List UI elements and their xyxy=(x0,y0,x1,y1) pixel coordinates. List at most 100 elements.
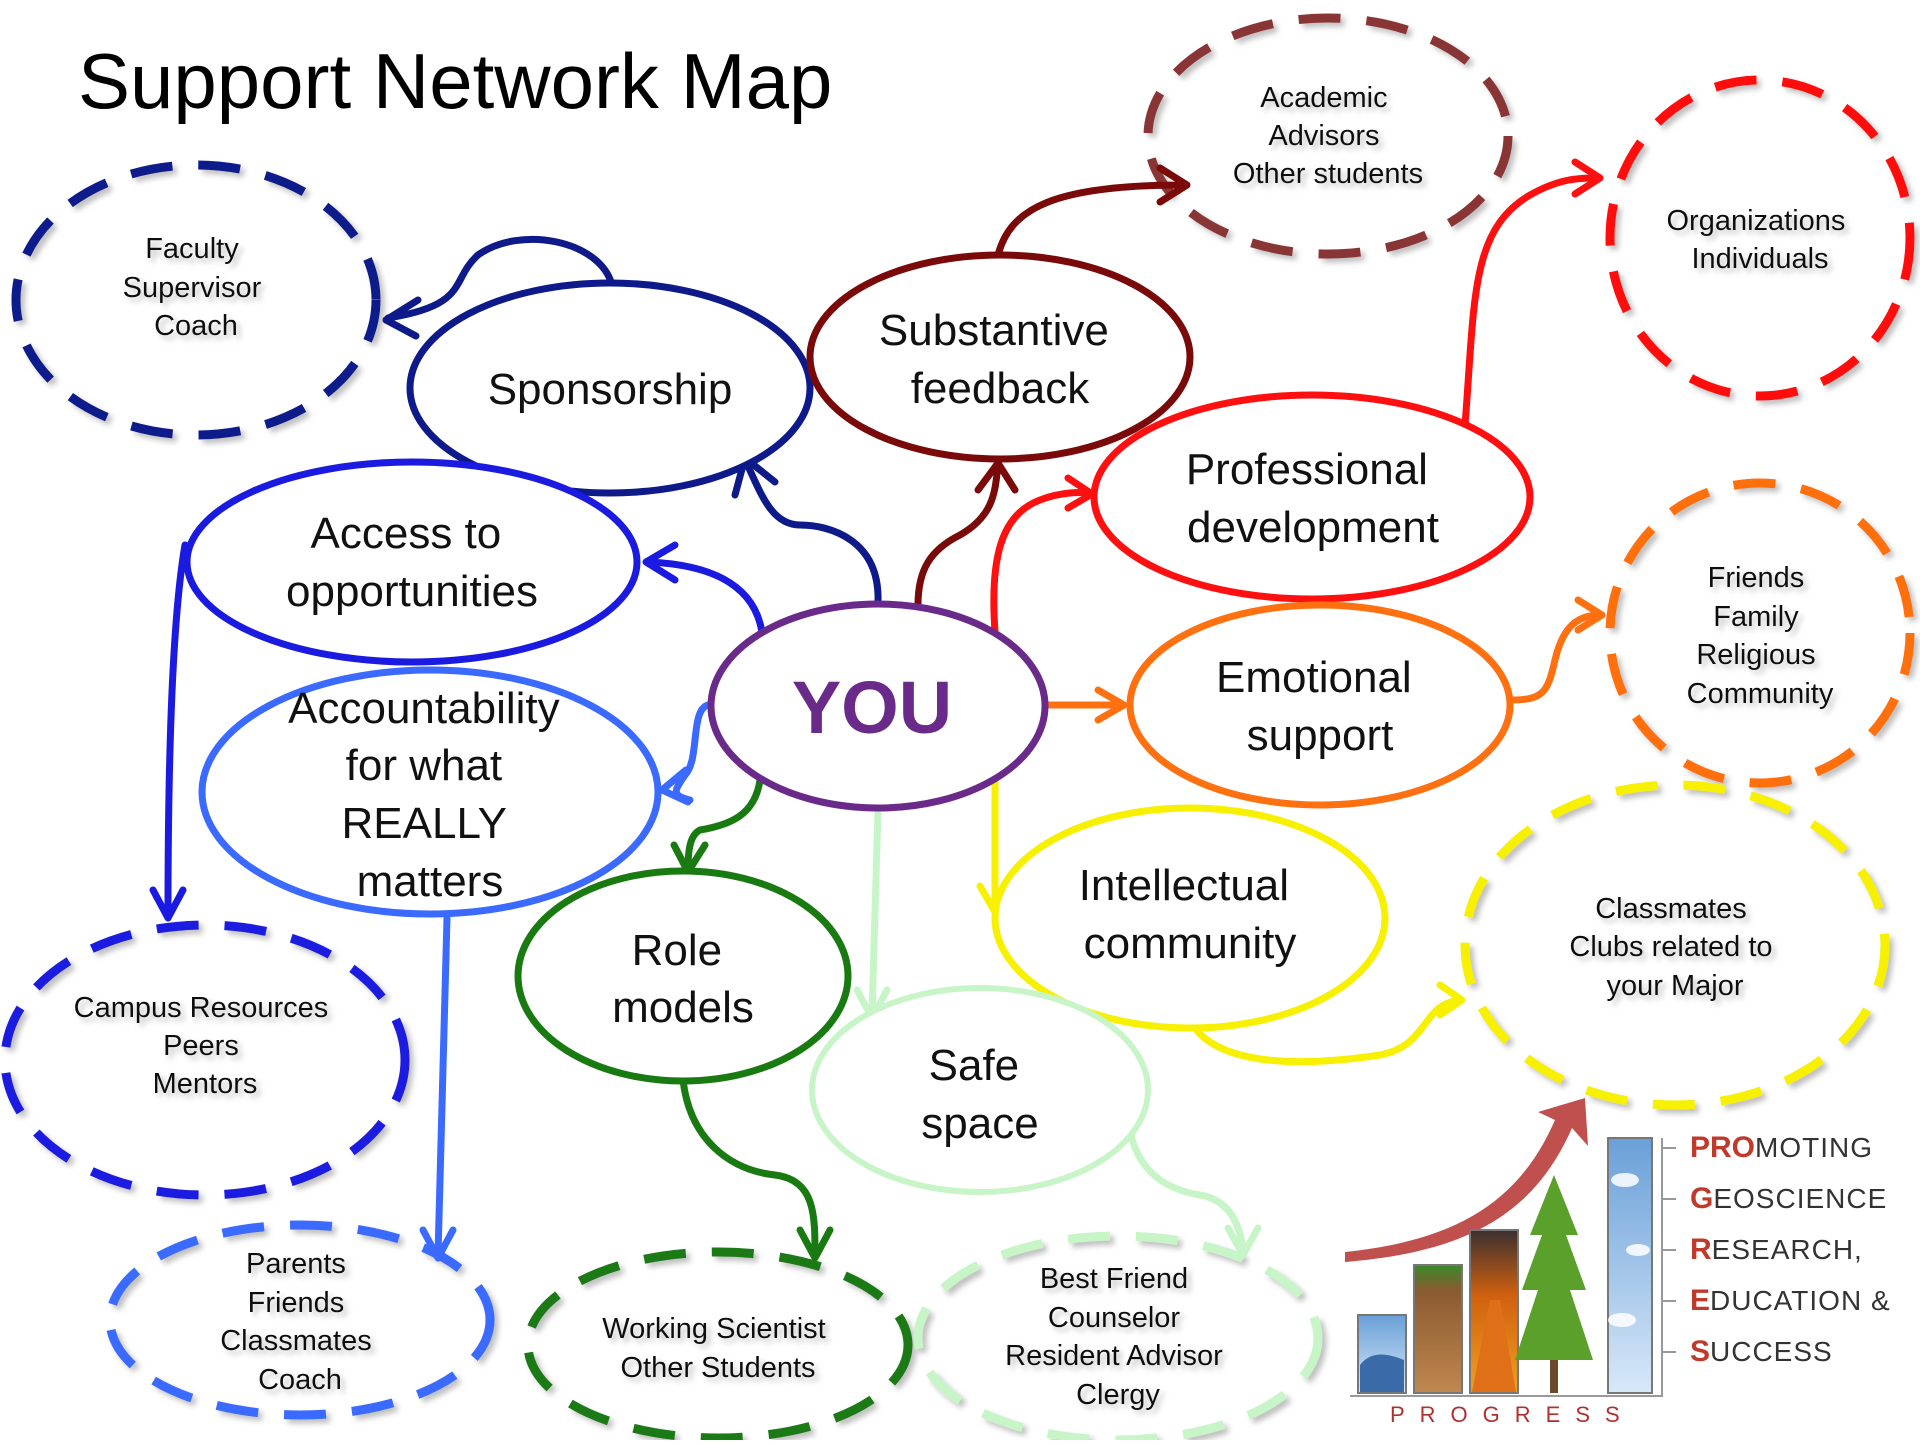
node-line: Sponsorship xyxy=(488,365,733,414)
resource-label-safe-space: Best Friend Counselor Resident Advisor C… xyxy=(1005,1263,1231,1411)
theme-ellipses xyxy=(183,251,1534,1195)
center-label-you: YOU xyxy=(792,666,952,749)
resource-line: Clergy xyxy=(1076,1379,1160,1411)
resource-line: Friends xyxy=(1708,562,1805,594)
arrowhead-accountability xyxy=(658,766,692,806)
resource-line: Other Students xyxy=(620,1352,815,1384)
resource-line: Community xyxy=(1687,678,1834,710)
node-ellipse-feedback xyxy=(806,251,1194,463)
progress-logo: PROMOTING GEOSCIENCE RESEARCH, EDUCATION… xyxy=(1345,1098,1891,1427)
arrow-accountability-to-parents xyxy=(434,914,451,1259)
arrowhead-faculty xyxy=(382,296,422,340)
arrow-professional-to-org xyxy=(1461,174,1602,429)
theme-labels: Sponsorship Substantive feedback Profess… xyxy=(286,306,1440,1148)
resource-line: Peers xyxy=(163,1030,239,1062)
cloud-shape xyxy=(1608,1313,1636,1327)
node-label-feedback: Substantive feedback xyxy=(879,306,1121,413)
arrow-sponsorship-to-faculty xyxy=(384,235,616,322)
page-title: Support Network Map xyxy=(78,37,832,125)
resource-ellipse-feedback xyxy=(1143,13,1513,259)
resource-line: Supervisor xyxy=(123,272,262,304)
arrow-you-to-feedback xyxy=(914,461,1002,609)
arrowhead-best-friend xyxy=(1224,1224,1262,1259)
resource-line: Other students xyxy=(1233,158,1423,190)
node-ellipse-accountability xyxy=(198,666,662,918)
resource-line: Faculty xyxy=(145,233,239,265)
node-line: feedback xyxy=(911,364,1091,413)
resource-line: Best Friend xyxy=(1040,1263,1188,1295)
node-ellipse-professional xyxy=(1090,391,1534,603)
arrow-safe-space-to-best-friend xyxy=(1124,1116,1247,1254)
arrow-emotional-to-friends xyxy=(1508,611,1604,704)
node-line: matters xyxy=(357,857,504,906)
node-ellipse-sponsorship xyxy=(406,279,814,497)
tree-icon xyxy=(1515,1175,1593,1393)
volcano-cone-icon xyxy=(1472,1300,1516,1392)
resource-line: Coach xyxy=(258,1364,342,1396)
arrowhead-friends xyxy=(1574,596,1606,634)
resource-line: Family xyxy=(1713,601,1799,633)
resource-line: Organizations xyxy=(1667,205,1846,237)
node-label-emotional: Emotional support xyxy=(1216,653,1424,760)
resource-ellipse-emotional xyxy=(1605,478,1915,788)
cloud-shape xyxy=(1611,1173,1639,1187)
node-line: Emotional xyxy=(1216,653,1412,702)
resource-label-accountability: Parents Friends Classmates Coach xyxy=(220,1248,380,1396)
arrowhead-classmates xyxy=(1436,981,1466,1019)
node-line: support xyxy=(1247,711,1394,760)
node-ellipse-role-models xyxy=(514,867,852,1085)
arrow-intellectual-to-classmates xyxy=(1186,996,1464,1066)
resource-ellipse-professional xyxy=(1605,75,1915,401)
arrow-feedback-to-academic xyxy=(994,181,1189,259)
node-ellipse-safe-space xyxy=(809,985,1151,1195)
arrow-role-models-to-working xyxy=(679,1076,819,1259)
resource-line: Clubs related to xyxy=(1569,931,1772,963)
logo-wordmark: PROGRESS xyxy=(1390,1402,1635,1427)
node-line: Substantive xyxy=(879,306,1109,355)
arrowhead-parents xyxy=(419,1226,457,1262)
node-line: Access to xyxy=(311,509,502,558)
node-line: models xyxy=(612,983,754,1032)
logo-ticks xyxy=(1662,1147,1676,1353)
arrow-you-to-sponsorship xyxy=(741,456,882,606)
node-label-role-models: Role models xyxy=(612,926,754,1032)
resource-line: Advisors xyxy=(1268,120,1379,152)
logo-line-education: EDUCATION & xyxy=(1690,1284,1891,1317)
resource-line: Mentors xyxy=(153,1068,258,1100)
node-line: Accountability xyxy=(288,684,559,733)
resource-ellipse-role-models xyxy=(523,1247,913,1443)
resource-line: Religious xyxy=(1696,639,1815,671)
arrowhead-feedback xyxy=(974,459,1019,494)
arrow-you-to-professional xyxy=(990,489,1094,636)
resource-labels: Faculty Supervisor Coach Academic Adviso… xyxy=(74,82,1854,1411)
node-ellipse-emotional xyxy=(1126,601,1514,809)
arrowhead-emotional xyxy=(1094,686,1128,724)
resource-label-professional: Organizations Individuals xyxy=(1667,205,1854,275)
node-ellipse-intellectual xyxy=(991,804,1389,1032)
resource-line: Working Scientist xyxy=(602,1313,826,1345)
node-line: REALLY xyxy=(342,799,507,848)
resource-line: Parents xyxy=(246,1248,346,1280)
resource-label-access: Campus Resources Peers Mentors xyxy=(74,992,337,1100)
logo-line-research: RESEARCH, xyxy=(1690,1233,1863,1266)
arrow-you-to-safe-space xyxy=(868,806,882,1019)
arrow-you-to-accountability xyxy=(672,701,712,804)
arrowhead-academic xyxy=(1156,164,1191,206)
node-line: for what xyxy=(346,741,503,790)
node-label-access: Access to opportunities xyxy=(286,509,538,616)
node-label-sponsorship: Sponsorship xyxy=(488,365,733,414)
resource-ellipses xyxy=(0,13,1915,1445)
resource-label-feedback: Academic Advisors Other students xyxy=(1233,82,1423,190)
growth-arrow-icon xyxy=(1345,1098,1588,1262)
node-label-safe-space: Safe space xyxy=(921,1041,1038,1148)
node-ellipse-access xyxy=(183,458,641,666)
node-label-professional: Professional development xyxy=(1186,445,1440,552)
center-ellipse-you xyxy=(707,600,1049,812)
node-line: opportunities xyxy=(286,567,538,616)
node-line: community xyxy=(1084,919,1297,968)
soil-bar-icon xyxy=(1413,1264,1463,1394)
arrow-you-to-access xyxy=(644,558,766,636)
resource-label-role-models: Working Scientist Other Students xyxy=(602,1313,834,1384)
arrow-you-to-role-models xyxy=(684,776,764,874)
